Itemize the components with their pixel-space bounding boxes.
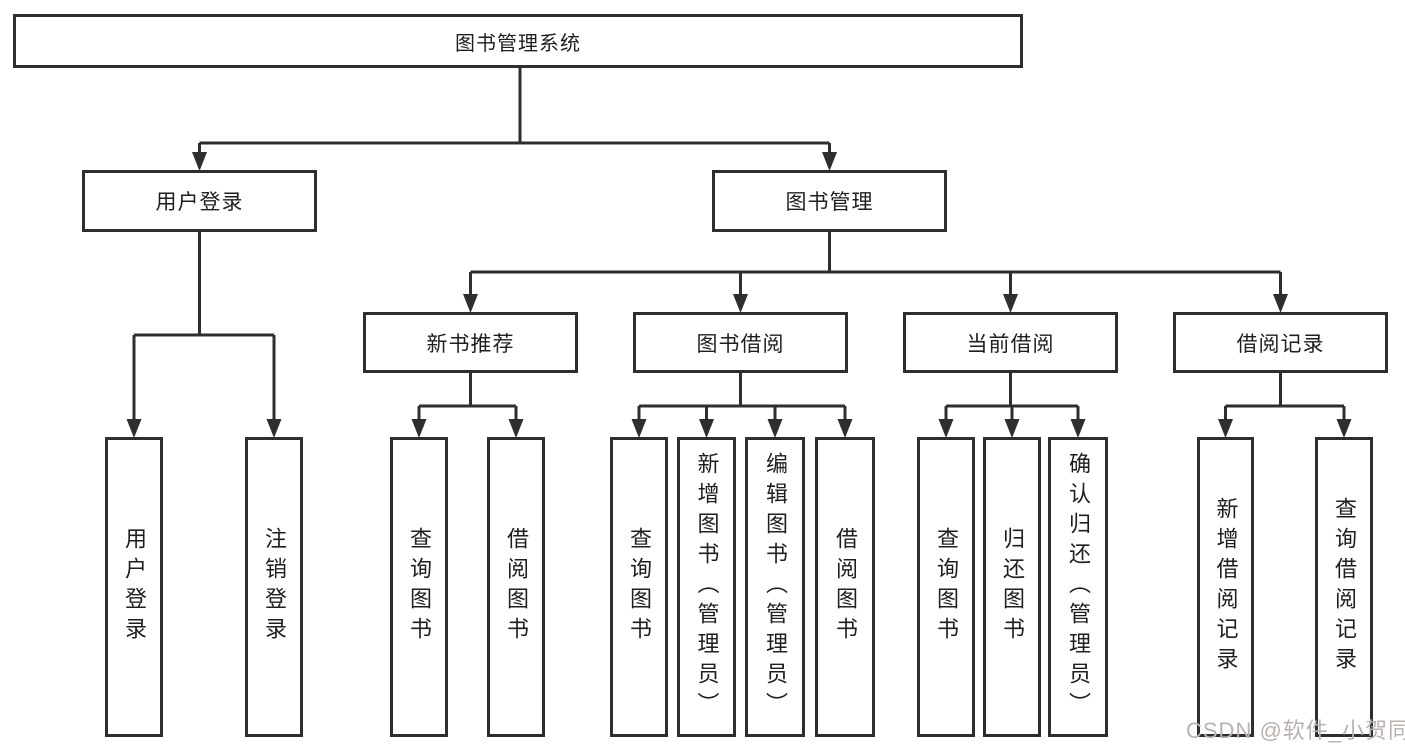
leaf-borrow-books-recommend: 借阅图书 <box>487 437 545 737</box>
node-root-system: 图书管理系统 <box>13 14 1023 68</box>
node-new-book-recommend: 新书推荐 <box>363 312 578 373</box>
leaf-add-borrow-record: 新增借阅记录 <box>1197 437 1254 737</box>
leaf-borrow-books-borrowing-label: 借阅图书 <box>833 527 858 647</box>
leaf-return-books-label: 归还图书 <box>1000 527 1025 647</box>
node-borrowing-records: 借阅记录 <box>1173 312 1388 373</box>
leaf-logout-login: 注销登录 <box>245 437 303 737</box>
leaf-query-books-current-label: 查询图书 <box>934 527 959 647</box>
leaf-logout-login-label: 注销登录 <box>262 527 287 647</box>
node-user-login: 用户登录 <box>82 170 317 232</box>
leaf-borrow-books-borrowing: 借阅图书 <box>815 437 875 737</box>
node-book-borrowing: 图书借阅 <box>633 312 848 373</box>
leaf-query-books-borrowing-label: 查询图书 <box>627 527 652 647</box>
leaf-query-borrow-record: 查询借阅记录 <box>1315 437 1373 737</box>
leaf-add-books-admin: 新增图书（管理员） <box>677 437 736 737</box>
leaf-add-books-admin-label: 新增图书（管理员） <box>694 452 720 722</box>
leaf-query-books-recommend: 查询图书 <box>390 437 448 737</box>
leaf-return-books: 归还图书 <box>983 437 1041 737</box>
leaf-query-books-recommend-label: 查询图书 <box>407 527 432 647</box>
leaf-add-borrow-record-label: 新增借阅记录 <box>1213 497 1239 677</box>
leaf-query-books-current: 查询图书 <box>917 437 975 737</box>
leaf-borrow-books-recommend-label: 借阅图书 <box>504 527 529 647</box>
leaf-query-books-borrowing: 查询图书 <box>610 437 668 737</box>
leaf-confirm-return-admin: 确认归还（管理员） <box>1048 437 1108 737</box>
node-current-borrowing: 当前借阅 <box>903 312 1118 373</box>
leaf-query-borrow-record-label: 查询借阅记录 <box>1332 497 1357 677</box>
leaf-edit-books-admin-label: 编辑图书（管理员） <box>763 452 788 722</box>
leaf-edit-books-admin: 编辑图书（管理员） <box>745 437 805 737</box>
node-book-management: 图书管理 <box>712 170 947 232</box>
leaf-user-login-label: 用户登录 <box>122 527 147 647</box>
leaf-confirm-return-admin-label: 确认归还（管理员） <box>1066 452 1091 722</box>
leaf-user-login: 用户登录 <box>105 437 163 737</box>
csdn-watermark: CSDN @软件_小贺同学 <box>1186 718 1405 743</box>
